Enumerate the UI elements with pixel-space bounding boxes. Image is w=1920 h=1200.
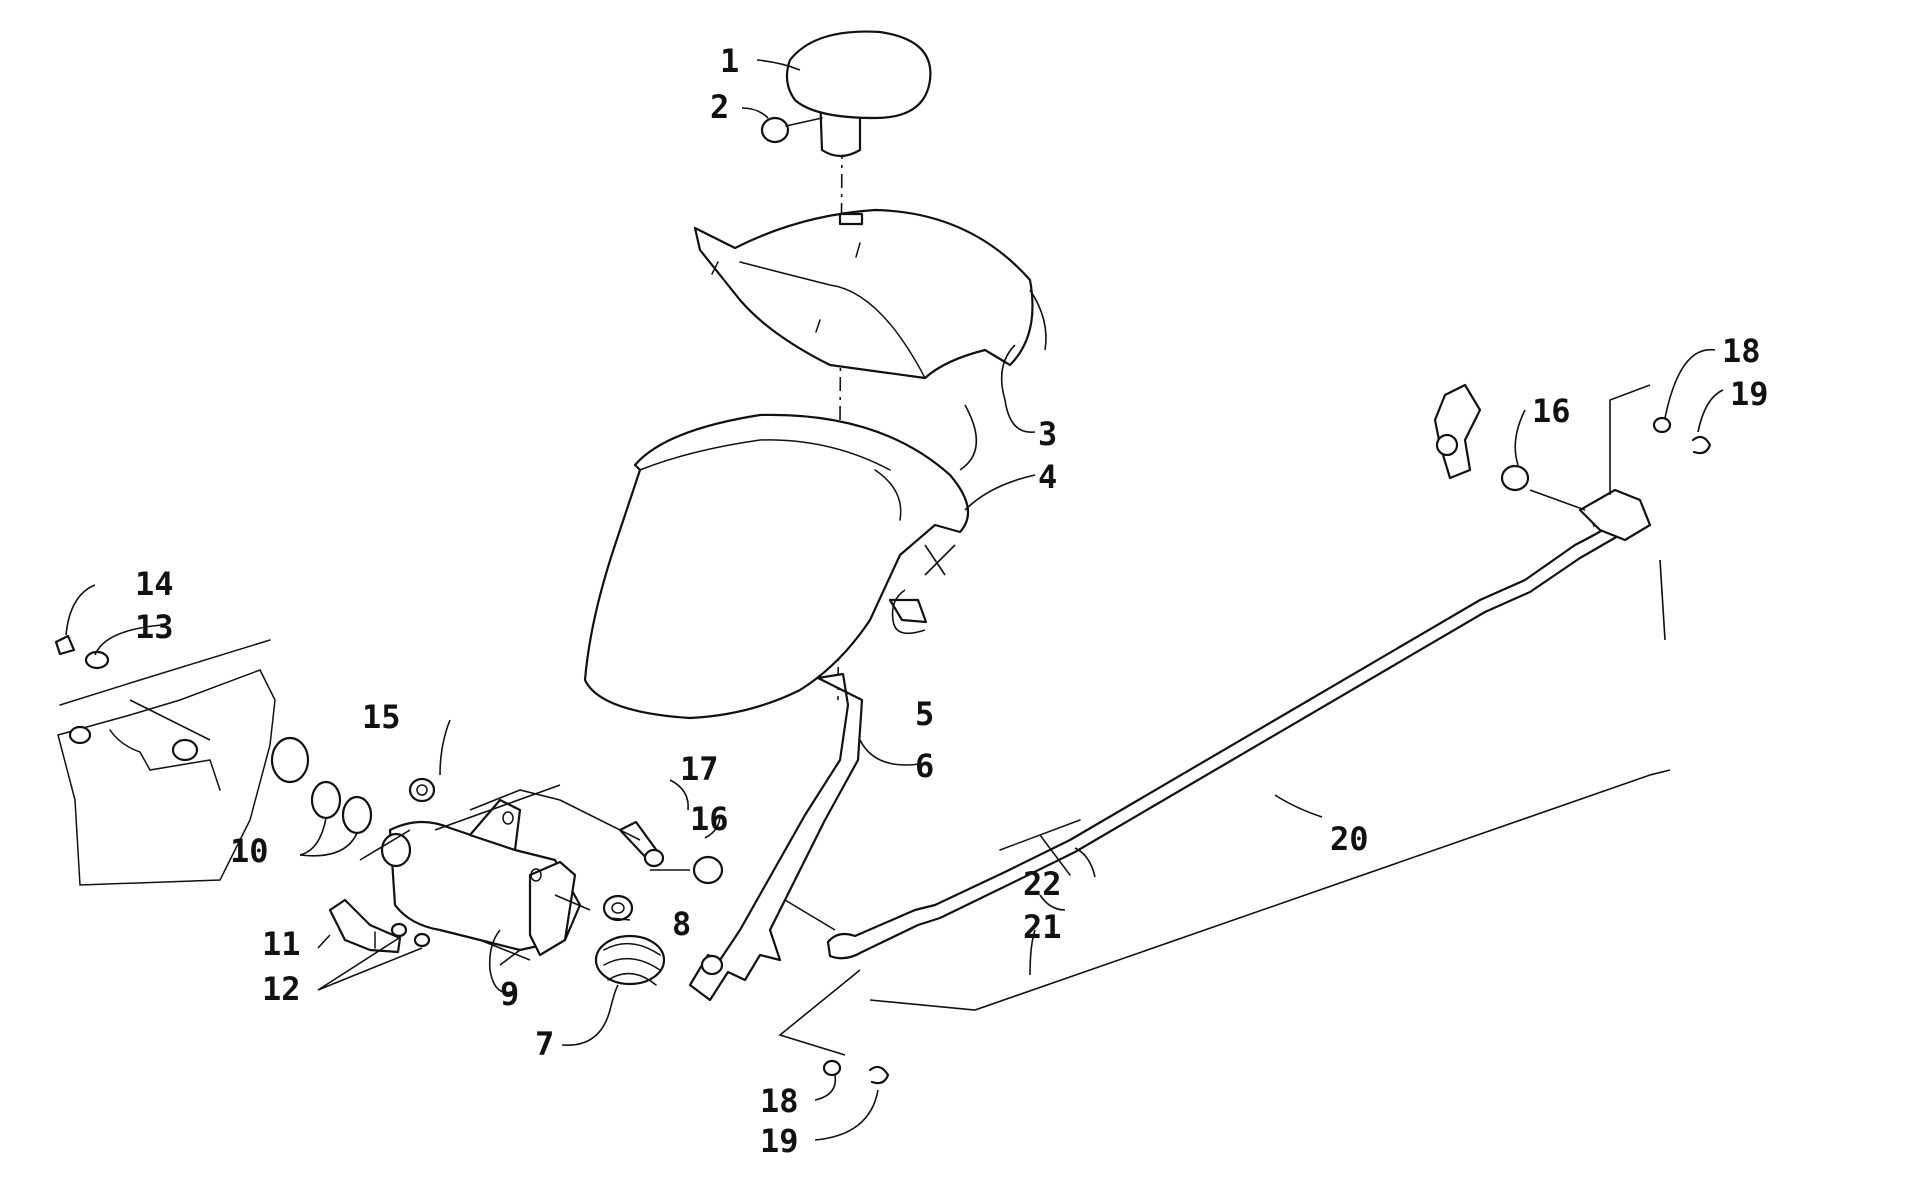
upper-boot	[693, 208, 1034, 380]
label-17: 17	[680, 750, 719, 788]
knob-pin	[760, 116, 823, 144]
label-20: 20	[1330, 820, 1369, 858]
shift-rod	[826, 488, 1652, 960]
label-19-bottom: 19	[760, 1122, 799, 1160]
label-16-left: 16	[690, 800, 729, 838]
bushing-16-right	[1500, 464, 1530, 492]
e-clip-19-bottom	[868, 1065, 890, 1085]
callout-labels: 1 2 3 4 5 6 7 8 9 10 11 12 13 14 15 16 1…	[135, 42, 1769, 1160]
label-18-bottom: 18	[760, 1082, 799, 1120]
mount-frame	[54, 634, 310, 886]
e-clip-19-top	[1691, 435, 1712, 455]
washer-18-top	[1652, 416, 1672, 434]
label-12: 12	[262, 970, 301, 1008]
label-11: 11	[262, 925, 301, 963]
label-14: 14	[135, 565, 174, 603]
washer-18-bottom	[822, 1059, 842, 1077]
label-18-top: 18	[1722, 332, 1761, 370]
label-13: 13	[135, 608, 174, 646]
leader-lines	[65, 59, 1724, 1141]
label-2: 2	[710, 88, 729, 126]
label-5: 5	[915, 695, 934, 733]
rod-end-link	[1433, 383, 1482, 480]
label-4: 4	[1038, 458, 1057, 496]
label-10: 10	[230, 832, 269, 870]
label-7: 7	[535, 1025, 554, 1063]
label-1: 1	[720, 42, 739, 80]
flange-nut-8	[602, 894, 634, 922]
pivot-bolt	[328, 898, 402, 954]
ball-stud	[618, 820, 665, 868]
label-15: 15	[362, 698, 401, 736]
grommet	[888, 598, 928, 624]
shift-lever	[688, 672, 864, 1002]
label-6: 6	[915, 747, 934, 785]
label-21: 21	[1023, 908, 1062, 946]
return-spring	[594, 934, 666, 986]
lower-boot	[583, 413, 970, 720]
label-22: 22	[1023, 865, 1062, 903]
flange-nut-15	[408, 777, 436, 803]
label-16-right: 16	[1532, 392, 1571, 430]
shift-knob	[785, 30, 932, 158]
label-19-top: 19	[1730, 375, 1769, 413]
label-9: 9	[500, 975, 519, 1013]
label-8: 8	[672, 905, 691, 943]
pivot-bracket	[380, 798, 582, 957]
label-3: 3	[1038, 415, 1057, 453]
washers-12	[390, 922, 431, 948]
bushing-16-left	[692, 855, 724, 885]
o-rings	[310, 780, 373, 835]
